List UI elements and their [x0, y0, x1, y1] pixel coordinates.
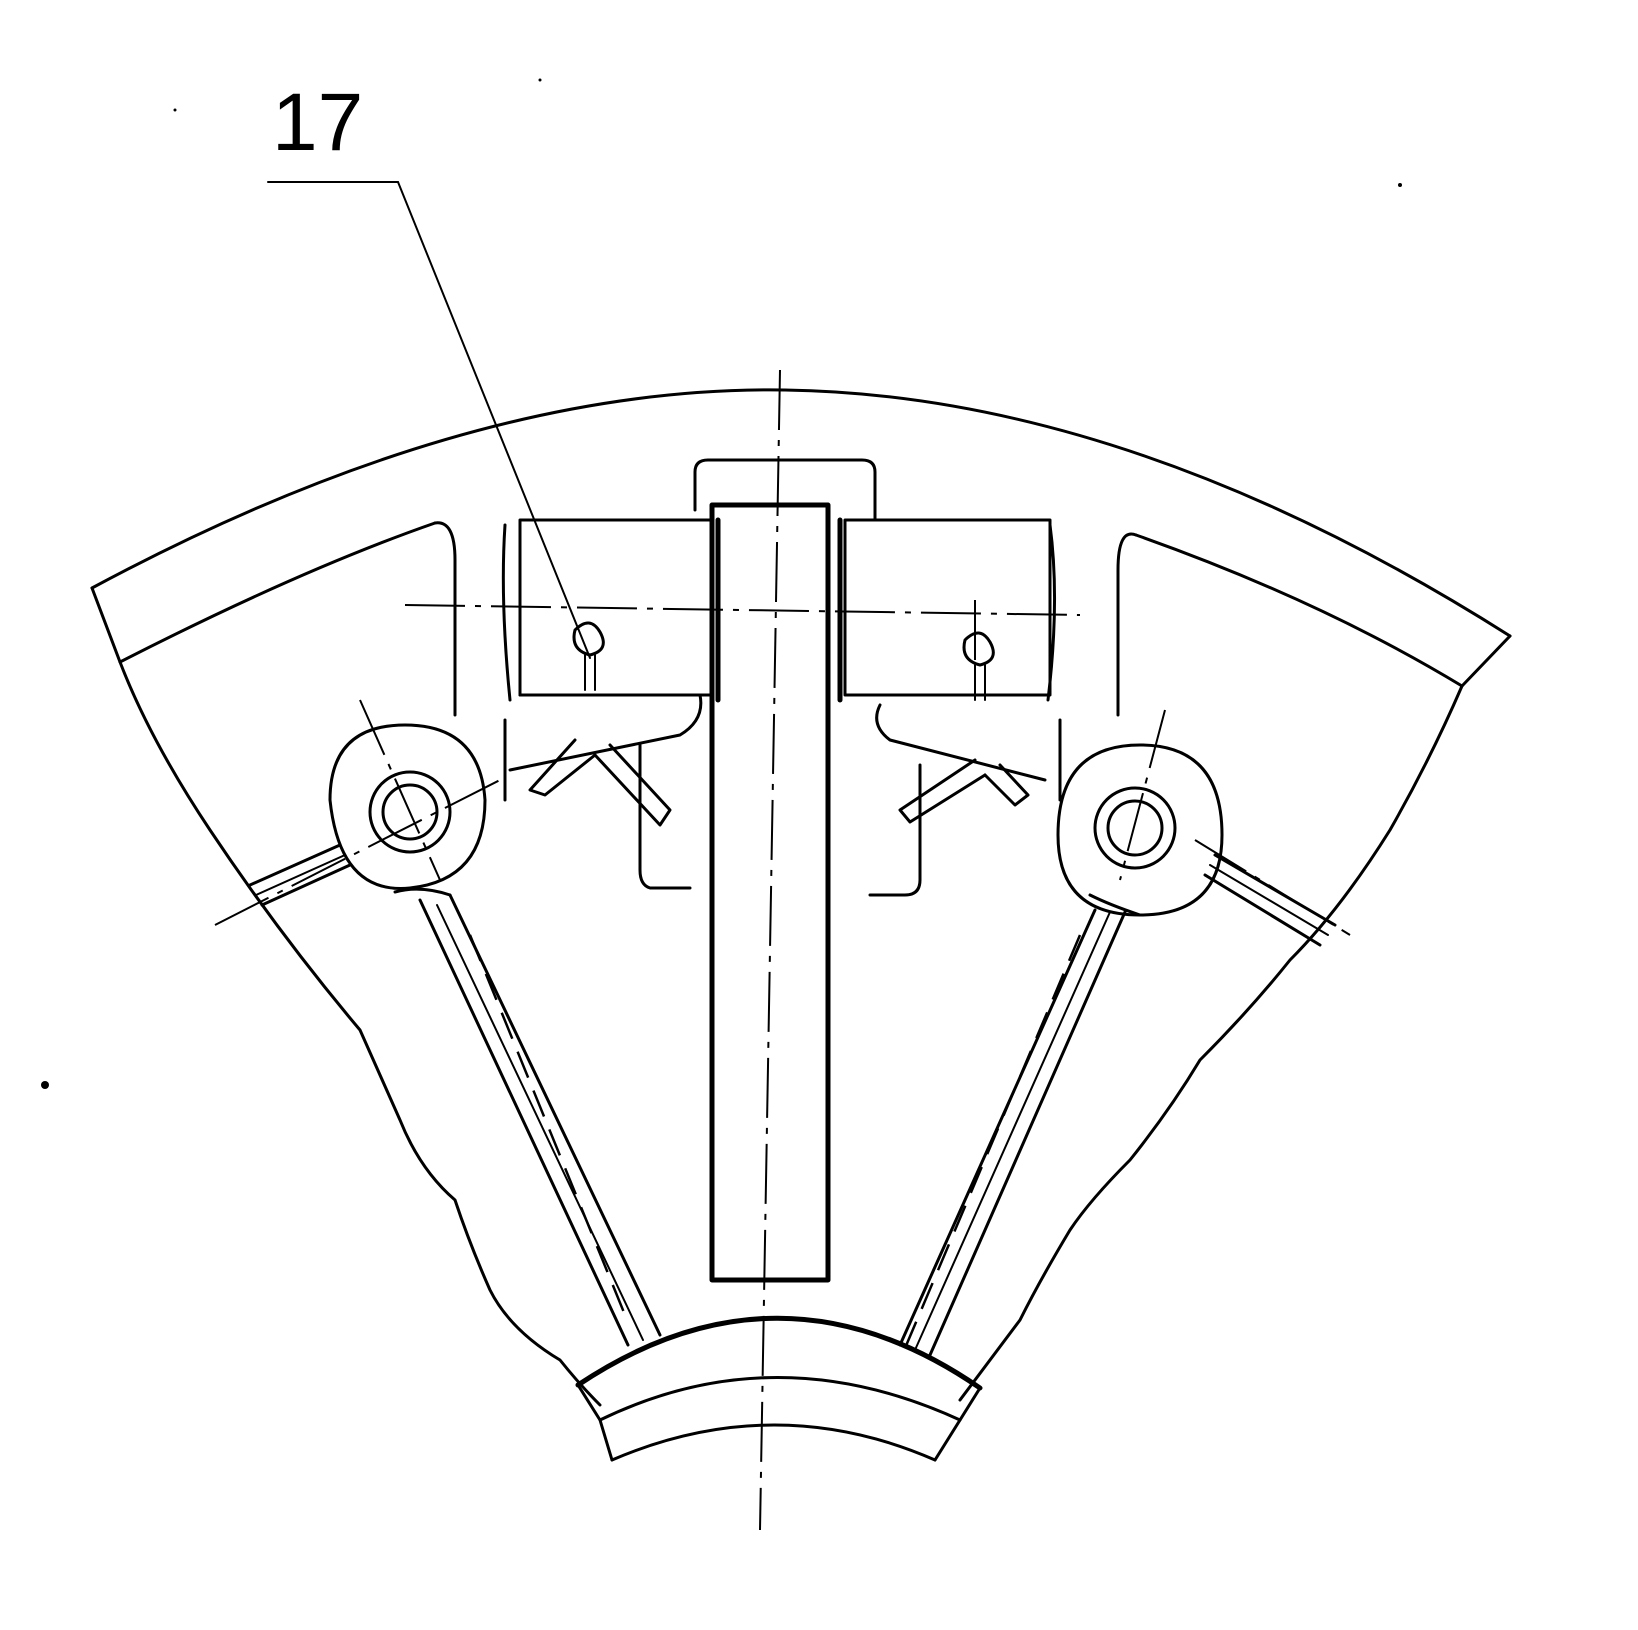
left-split-pin-icon: [572, 621, 605, 691]
break-lines: [118, 660, 1464, 1407]
left-spoke: [393, 887, 662, 1347]
left-pivot-eye: [328, 723, 487, 890]
central-bar: [693, 458, 877, 1283]
outer-rim: [90, 388, 1512, 717]
right-pivot-eye: [1056, 743, 1224, 917]
callout-17-leader: [267, 181, 591, 659]
spoke-hidden-lines: [468, 934, 1082, 1361]
hub-ring: [575, 1315, 983, 1462]
right-spoke: [898, 893, 1142, 1357]
callout-17-label: 17: [272, 77, 363, 168]
scan-specks: [41, 78, 1402, 1089]
left-clamp-block: [501, 518, 714, 890]
right-clamp-block: [843, 518, 1062, 897]
right-split-pin-icon: [962, 631, 995, 701]
centerlines: [214, 369, 1351, 1531]
left-side-arm: [248, 843, 352, 907]
